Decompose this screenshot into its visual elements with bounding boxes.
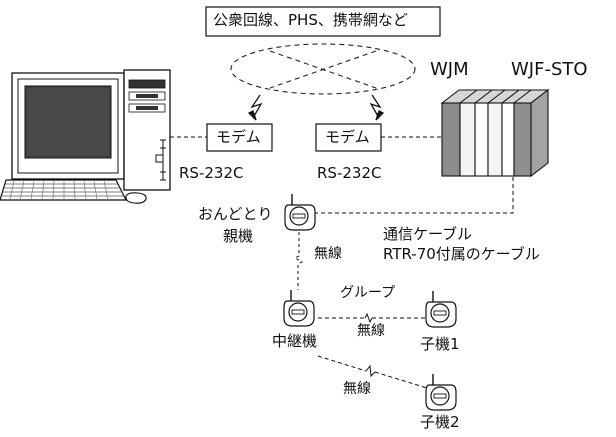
modem-right-label: モデム [325,128,370,146]
relay-logger-icon [283,290,315,327]
modem-left-box [206,123,273,152]
relay-child1-wireless [318,312,425,324]
child1-logger-icon [425,291,457,328]
wjm-label: WJM [430,59,469,80]
cable-label-line1: 通信ケーブル [383,225,473,243]
group-label: グループ [340,285,396,301]
relay-child2-wireless [317,355,428,389]
modem-right-box [315,123,382,152]
child2-label: 子機2 [420,413,460,431]
network-label-box [205,6,441,37]
modem-left-label: モデム [216,128,261,146]
rs232c-left-label: RS-232C [179,164,244,182]
network-cloud-icon [230,43,416,95]
parent-relay-wireless [293,232,304,290]
rack-parent-cable [313,177,514,214]
wireless-link-icon [247,94,385,121]
wjf-label: WJF-STO [511,59,588,80]
child2-logger-icon [425,374,457,411]
child1-label: 子機1 [420,335,460,353]
wireless-label-1: 無線 [314,246,342,262]
parent-logger-icon [284,194,316,231]
network-label: 公衆回線、PHS、携帯網など [213,11,408,29]
relay-label: 中継機 [272,332,318,350]
parent-label-line2: 親機 [223,227,254,245]
parent-label-line1: おんどとり [198,205,273,223]
rs232c-right-label: RS-232C [317,164,382,182]
cable-label-line2: RTR-70付属のケーブル [383,245,540,263]
wireless-label-2: 無線 [357,323,385,339]
pc-computer-icon [0,69,171,204]
wireless-label-3: 無線 [343,381,371,397]
wjm-rack-icon [440,88,550,178]
